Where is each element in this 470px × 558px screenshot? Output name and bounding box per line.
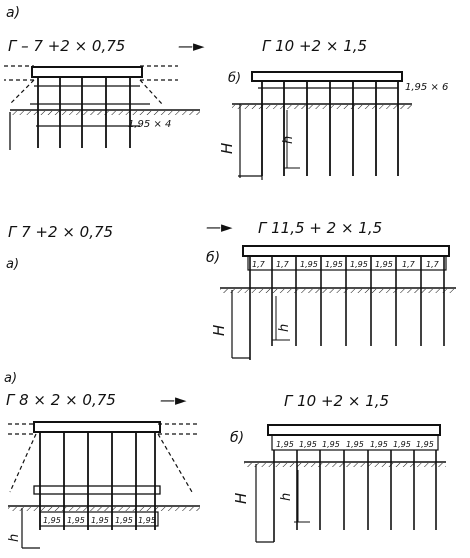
panel-3-new-deck — [267, 424, 441, 436]
panel-2-span-7: 1,7 — [402, 260, 416, 269]
panel-3-span-1: 1,95 — [276, 440, 294, 449]
panel-2-mark: а) — [6, 257, 19, 272]
panel-3-existing-span-2: 1,95 — [67, 516, 85, 525]
panel-3-span-6: 1,95 — [393, 440, 411, 449]
panel-3-after-letter: б) — [230, 430, 244, 446]
panel-1-existing-bridge: 1,95 × 4 — [4, 65, 200, 150]
panel-3-arrow: —► — [160, 391, 187, 409]
panel-3-existing-span-4: 1,95 — [115, 516, 133, 525]
panel-2-arrow: —► — [206, 218, 233, 236]
panel-2-new-deck — [242, 245, 450, 257]
panel-1-arrow: —► — [178, 37, 205, 55]
panel-2-span-labels: 1,7 1,7 1,95 1,95 1,95 1,95 1,7 1,7 — [252, 260, 440, 269]
panel-2-span-3: 1,95 — [300, 260, 318, 269]
panel-1-mark: а) — [6, 5, 20, 21]
panel-2: Г 7 +2 × 0,75 а) —► Г 11,5 + 2 × 1,5 б) … — [6, 218, 456, 360]
panel-2-span-5: 1,95 — [350, 260, 368, 269]
panel-1-existing-deck — [31, 66, 143, 78]
panel-3-span-labels: 1,95 1,95 1,95 1,95 1,95 1,95 1,95 — [276, 440, 434, 449]
panel-3-existing-deck — [33, 421, 161, 433]
panel-3: а) Г 8 × 2 × 0,75 —► Г 10 +2 × 1,5 1,95 — [4, 371, 446, 549]
panel-3-existing-span-3: 1,95 — [91, 516, 109, 525]
panel-1-spacing-label: 1,95 × 4 — [128, 119, 171, 130]
panel-3-span-3: 1,95 — [322, 440, 340, 449]
panel-2-span-6: 1,95 — [375, 260, 393, 269]
panel-3-span-4: 1,95 — [346, 440, 364, 449]
panel-2-pile-h: h — [277, 324, 292, 332]
panel-3-existing-pile-h: h — [7, 534, 22, 542]
panel-3-after-formula: Г 10 +2 × 1,5 — [284, 392, 389, 410]
panel-3-existing-span-5: 1,95 — [138, 516, 156, 525]
panel-2-widened-bridge: б) 1,7 1,7 1,95 1,95 1,95 1,95 1,7 1,7 — [206, 245, 456, 360]
panel-2-after-letter: б) — [206, 250, 220, 266]
panel-1-depth-H: H — [218, 143, 236, 154]
panel-2-span-1: 1,7 — [252, 260, 266, 269]
panel-3-existing-span-labels: 1,95 1,95 1,95 1,95 1,95 — [43, 516, 156, 525]
panel-1-widened-bridge: б) 1,95 × 6 H h — [218, 71, 448, 180]
panel-1-new-spacing-label: 1,95 × 6 — [405, 82, 448, 93]
panel-2-span-8: 1,7 — [426, 260, 440, 269]
panel-3-span-7: 1,95 — [416, 440, 434, 449]
panel-1-after-letter: б) — [228, 71, 241, 86]
panel-3-existing-bridge: 1,95 1,95 1,95 1,95 1,95 h — [7, 421, 200, 549]
panel-1-before-formula: Г – 7 +2 × 0,75 — [8, 37, 125, 55]
panel-2-after-formula: Г 11,5 + 2 × 1,5 — [258, 219, 382, 237]
panel-3-pile-h: h — [279, 493, 294, 501]
panel-3-widened-bridge: б) 1,95 1,95 1,95 1,95 1,95 1,95 1,95 — [230, 424, 446, 543]
panel-3-depth-H: H — [232, 493, 250, 504]
panel-1: а) Г – 7 +2 × 0,75 —► Г 10 +2 × 1,5 1,95… — [4, 5, 448, 180]
panel-3-existing-span-1: 1,95 — [43, 516, 61, 525]
panel-3-span-2: 1,95 — [299, 440, 317, 449]
panel-1-pile-h: h — [281, 136, 296, 144]
panel-2-depth-H: H — [210, 325, 228, 336]
panel-3-span-5: 1,95 — [370, 440, 388, 449]
panel-2-before-formula: Г 7 +2 × 0,75 — [8, 223, 113, 241]
panel-1-after-formula: Г 10 +2 × 1,5 — [262, 37, 367, 55]
panel-2-span-2: 1,7 — [276, 260, 290, 269]
panel-3-mark: а) — [4, 371, 17, 386]
panel-1-new-deck — [251, 71, 403, 82]
panel-2-span-4: 1,95 — [325, 260, 343, 269]
panel-3-before-formula: Г 8 × 2 × 0,75 — [6, 391, 116, 409]
